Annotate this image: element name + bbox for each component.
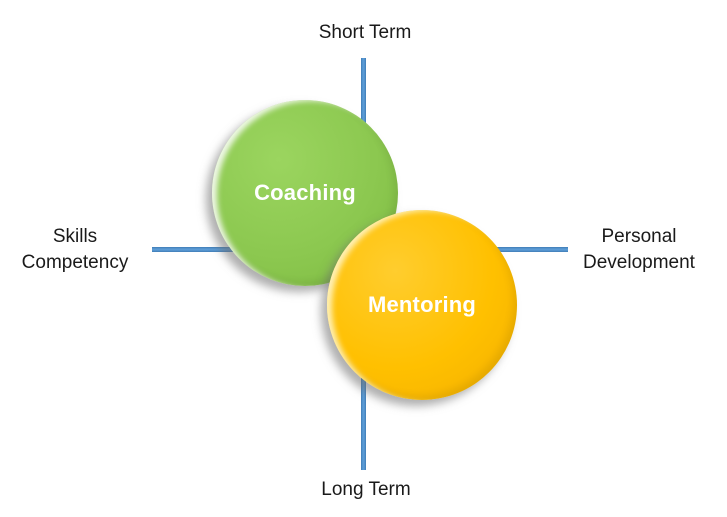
axis-label-skills-competency: Skills Competency <box>0 224 150 276</box>
axis-label-personal-development: Personal Development <box>553 224 725 276</box>
axis-label-long-term: Long Term <box>286 477 446 503</box>
coaching-circle-label: Coaching <box>254 180 356 205</box>
axis-label-personal-line1: Personal <box>601 226 677 247</box>
axis-label-short-term: Short Term <box>285 20 445 46</box>
axis-label-skills-line1: Skills <box>52 226 98 247</box>
mentoring-circle-label: Mentoring <box>367 292 477 317</box>
mentoring-circle: Mentoring <box>327 210 517 400</box>
axis-label-personal-line2: Development <box>583 252 695 273</box>
axis-label-short-term-text: Short Term <box>318 22 412 43</box>
axis-label-skills-line2: Competency <box>21 252 129 273</box>
axis-label-long-term-text: Long Term <box>321 479 411 500</box>
